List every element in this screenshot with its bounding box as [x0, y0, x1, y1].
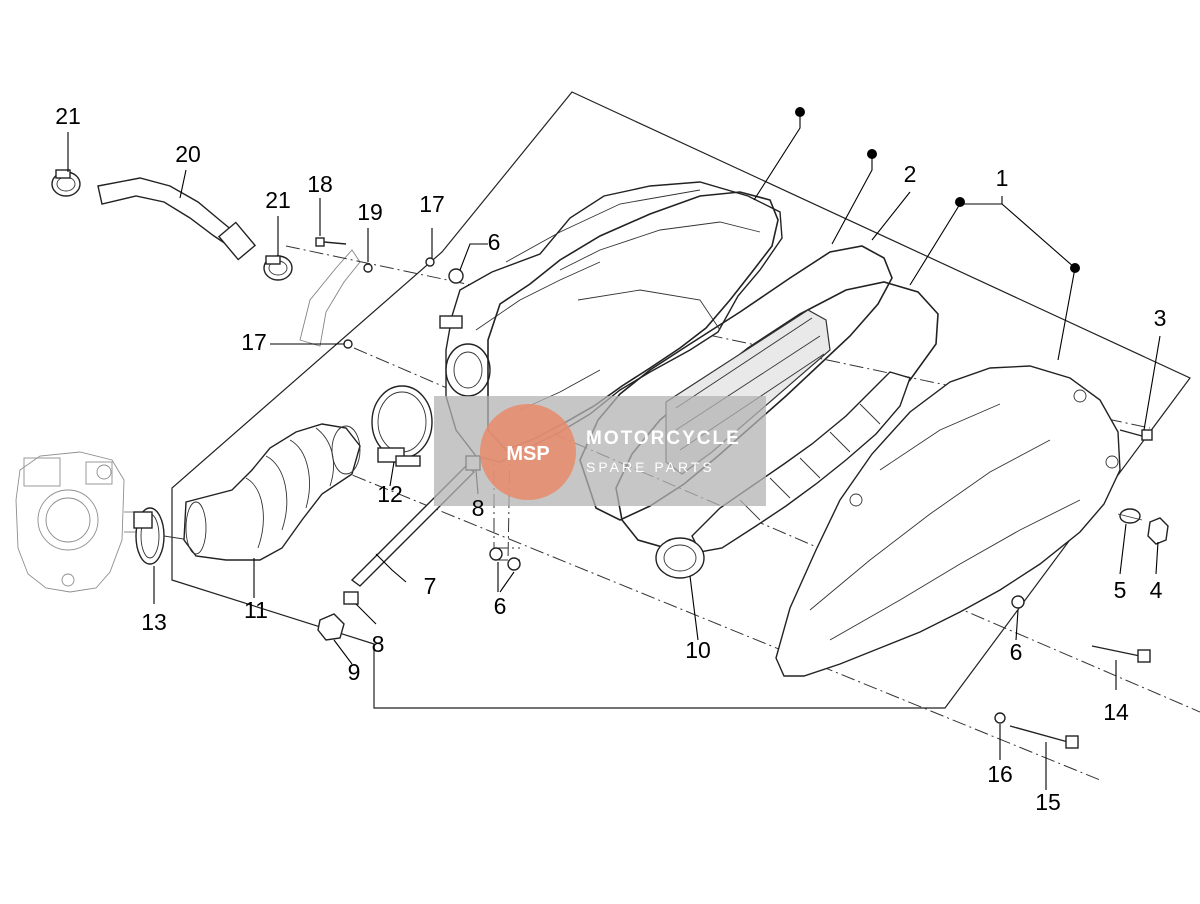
part-number-17a: 17	[419, 191, 445, 217]
assembly-markers	[795, 107, 1080, 273]
grommet-6c	[1011, 595, 1025, 609]
part-number-6c: 6	[1010, 639, 1023, 665]
part-number-5: 5	[1114, 577, 1127, 603]
part-number-1: 1	[996, 165, 1009, 191]
part-number-3: 3	[1154, 305, 1167, 331]
bracket-ghost	[299, 249, 361, 347]
part-number-13: 13	[141, 609, 167, 635]
watermark: MSP MOTORCYCLE SPARE PARTS	[434, 396, 766, 506]
part-number-15: 15	[1035, 789, 1061, 815]
part-number-19: 19	[357, 199, 383, 225]
screw-3	[1119, 429, 1153, 441]
intake-sleeve-11	[183, 423, 361, 561]
hose-clamp-21a	[51, 169, 81, 197]
part-number-8a: 8	[472, 495, 485, 521]
watermark-logo: MSP	[506, 443, 549, 465]
throttle-body	[15, 451, 150, 593]
air-box-cover	[775, 365, 1121, 677]
part-number-6a: 6	[488, 229, 501, 255]
hose-clamp-13	[133, 507, 191, 565]
washer-19	[363, 263, 373, 273]
nut-4	[1147, 517, 1169, 545]
washer-17b	[343, 339, 353, 349]
watermark-globe	[480, 404, 576, 500]
grommet-6b-1	[489, 547, 503, 561]
part-number-10: 10	[685, 637, 711, 663]
watermark-subtitle: SPARE PARTS	[586, 459, 715, 475]
cap-9	[317, 613, 345, 641]
watermark-title: MOTORCYCLE	[586, 428, 741, 449]
grommet-6b-2	[507, 557, 521, 571]
part-number-6b: 6	[494, 593, 507, 619]
intake-duct-10	[655, 371, 911, 579]
clip-5	[1117, 508, 1143, 524]
screw-15	[1009, 725, 1079, 749]
part-number-2: 2	[904, 161, 917, 187]
part-number-7: 7	[424, 573, 437, 599]
part-number-20: 20	[175, 141, 201, 167]
part-number-21b: 21	[265, 187, 291, 213]
grommet-6a	[448, 268, 464, 284]
part-number-16: 16	[987, 761, 1013, 787]
washer-17a	[425, 257, 435, 267]
clamp-8b	[343, 591, 359, 605]
part-number-17b: 17	[241, 329, 267, 355]
screw-18	[315, 237, 347, 247]
washer-16	[994, 712, 1006, 724]
hose-clamp-12	[371, 385, 433, 467]
breather-hose-20	[97, 177, 257, 261]
part-number-18: 18	[307, 171, 333, 197]
screw-14	[1091, 645, 1151, 663]
hose-clamp-21b	[263, 255, 293, 281]
part-number-11: 11	[244, 597, 268, 623]
part-number-21a: 21	[55, 103, 81, 129]
part-number-labels: 1 2 3 4 5 6 6 6 7 8 8 9 10 11 12 13 14 1…	[55, 103, 1166, 815]
part-number-12: 12	[377, 481, 403, 507]
part-number-14: 14	[1103, 699, 1129, 725]
air-box-housing	[439, 181, 783, 463]
part-number-8b: 8	[372, 631, 385, 657]
part-number-9: 9	[348, 659, 361, 685]
part-number-4: 4	[1150, 577, 1163, 603]
